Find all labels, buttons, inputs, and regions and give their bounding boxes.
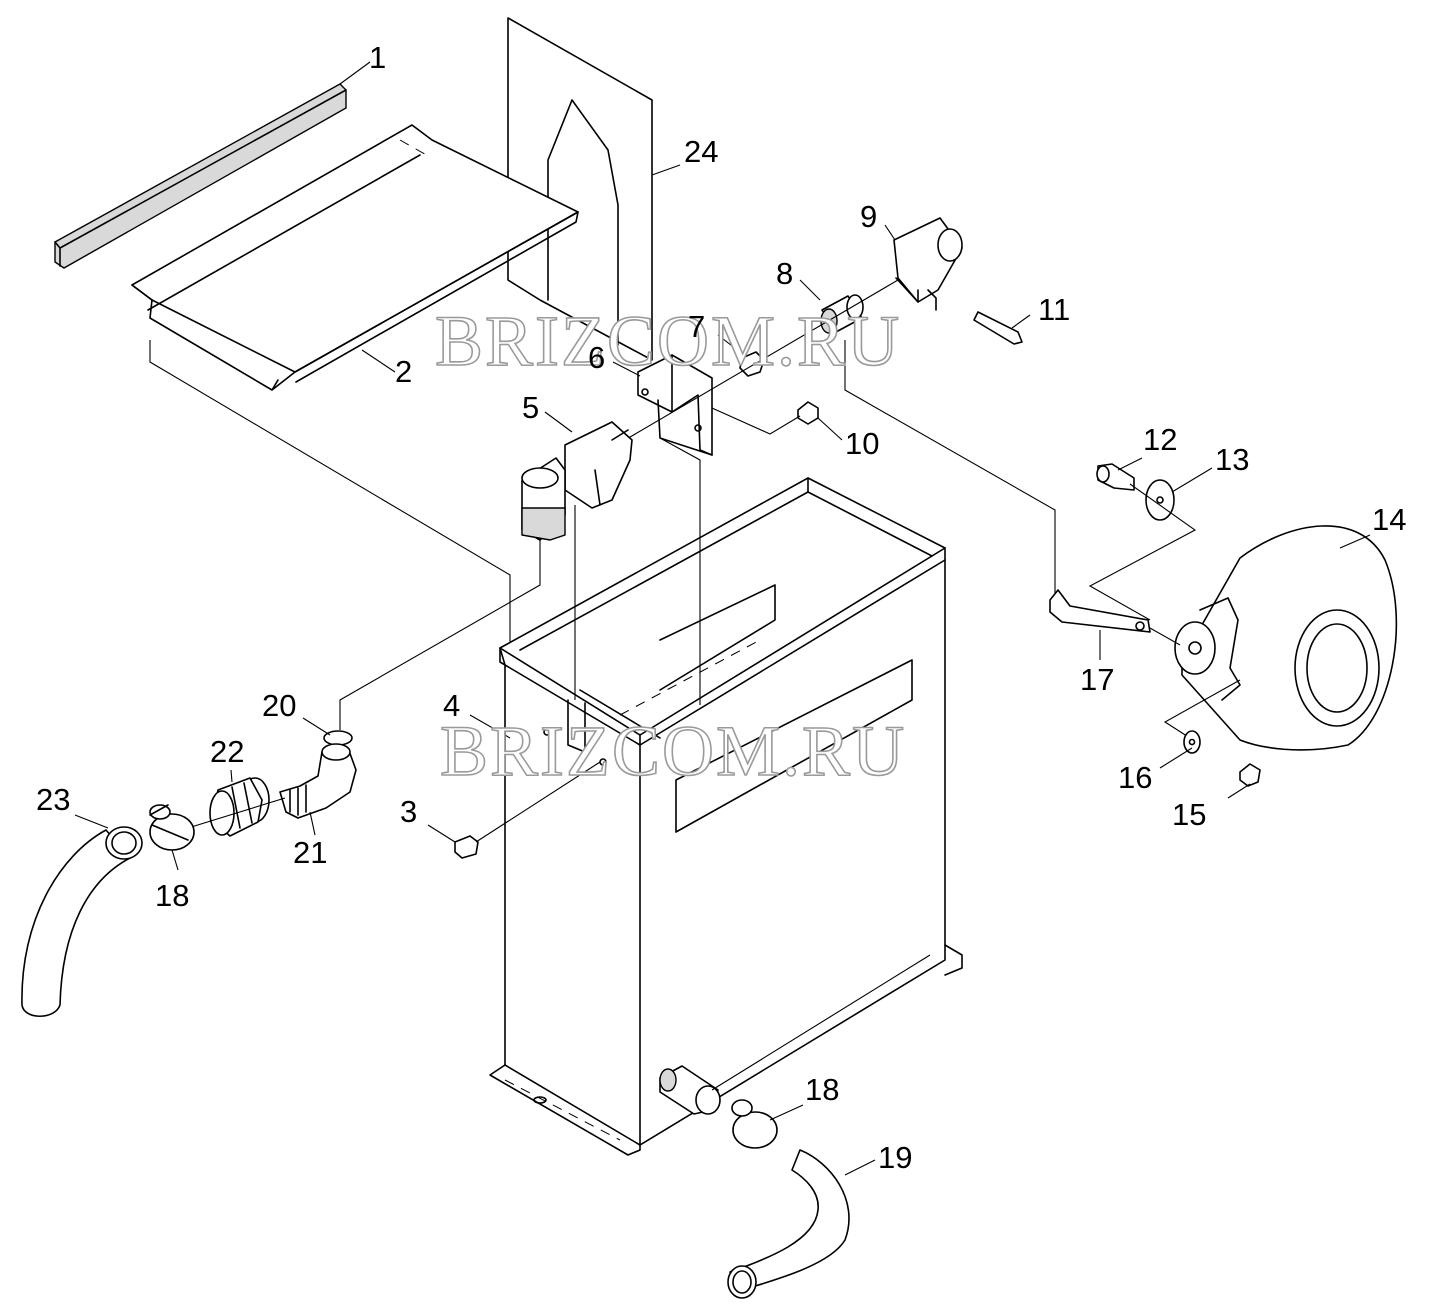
callout-12: 12: [1143, 422, 1177, 457]
assembly-line-3: [475, 761, 601, 843]
callout-8: 8: [776, 256, 793, 291]
part-21-elbow: [279, 743, 357, 819]
callout-2: 2: [395, 354, 412, 389]
callout-19: 19: [878, 1140, 912, 1175]
part-4-tank: [489, 477, 963, 1156]
callout-13: 13: [1215, 442, 1249, 477]
callout-3: 3: [400, 794, 417, 829]
part-15-nut: [1239, 763, 1261, 787]
callout-24: 24: [684, 134, 718, 169]
watermark-bottom: BRIZCOM.RU: [440, 711, 906, 791]
assembly-line-10: [711, 407, 801, 435]
callout-5: 5: [522, 390, 539, 425]
part-19-hose: [727, 1149, 850, 1299]
assembly-line-19: [711, 954, 931, 1091]
callout-18-bottom: 18: [805, 1072, 839, 1107]
callout-14: 14: [1372, 502, 1406, 537]
part-11-pin: [973, 311, 1023, 345]
callout-1: 1: [369, 40, 386, 75]
watermark-top: BRIZCOM.RU: [435, 301, 901, 381]
part-23-hose: [21, 826, 143, 1018]
callout-20: 20: [262, 688, 296, 723]
assembly-line-14: [1149, 627, 1241, 739]
part-8-bushing: [820, 294, 864, 334]
part-outlet-pipe: [659, 1065, 721, 1115]
part-10-nut: [797, 401, 819, 425]
callout-6: 6: [588, 340, 605, 375]
callout-10: 10: [845, 426, 879, 461]
part-17-lever: [1049, 589, 1151, 633]
part-3-screw: [454, 835, 479, 859]
assembly-line-20: [339, 540, 541, 730]
callout-9: 9: [860, 199, 877, 234]
part-9-valve: [893, 217, 963, 311]
part-20-oring: [323, 730, 353, 746]
part-22-union-nut: [209, 777, 270, 837]
callout-17: 17: [1080, 662, 1114, 697]
callout-23: 23: [36, 782, 70, 817]
assembly-line-12: [1088, 483, 1197, 621]
part-6-bracket: [637, 354, 713, 456]
part-5-valve: [521, 421, 633, 541]
part-14-float: [1174, 525, 1398, 751]
assembly-line-6: [659, 437, 701, 705]
callout-labels: 1 2 3 4 5 6 7 8 9 10 11 12 13 14 15 16 1…: [36, 40, 1406, 1175]
callout-15: 15: [1172, 797, 1206, 832]
callout-leaders: [74, 61, 1371, 1176]
part-18-clamp-bottom: [731, 1099, 778, 1149]
part-12-bolt: [1096, 463, 1135, 491]
assembly-line-tray: [149, 340, 511, 645]
callout-7: 7: [688, 309, 705, 344]
callout-18-left: 18: [155, 878, 189, 913]
part-16-washer: [1183, 730, 1201, 754]
part-2-tray: [131, 124, 579, 391]
assembly-line-22: [187, 797, 286, 829]
callout-4: 4: [443, 688, 460, 723]
part-13-washer: [1145, 479, 1175, 521]
callout-16: 16: [1118, 760, 1152, 795]
callout-22: 22: [210, 734, 244, 769]
callout-21: 21: [293, 835, 327, 870]
assembly-line-17: [844, 340, 1056, 598]
part-7-nut: [739, 351, 765, 377]
part-18-clamp-left: [149, 804, 195, 851]
assembly-axis: [624, 279, 899, 441]
callout-11: 11: [1038, 292, 1070, 327]
